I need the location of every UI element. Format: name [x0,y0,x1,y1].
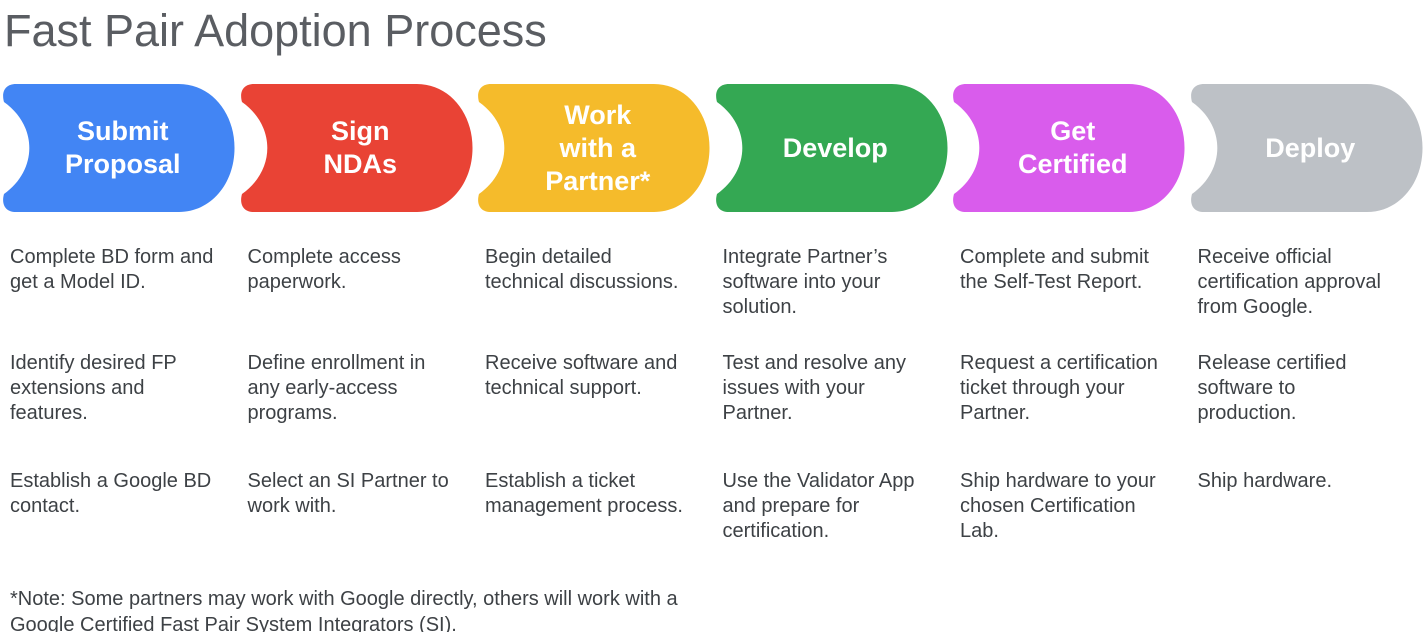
step-label-sign-ndas: Sign NDAs [323,116,397,179]
detail-submit-proposal-1: Complete BD form and get a Model ID. [10,246,214,293]
step-label-deploy: Deploy [1265,132,1356,163]
detail-deploy-2: Release certified software to production… [1197,352,1347,424]
step-label-develop: Develop [782,132,888,163]
step-shape-path [478,84,710,212]
detail-sign-ndas-2: Define enrollment in any early-access pr… [247,352,426,424]
step-shape-path [240,84,473,212]
step-label-get-certified: Get Certified [1017,116,1128,179]
detail-sign-ndas-3: Select an SI Partner to work with. [247,470,449,517]
detail-develop-3: Use the Validator App and prepare for ce… [722,470,915,542]
step-sign-ndas: Sign NDAs [238,84,474,212]
detail-work-with-partner-3: Establish a ticket management process. [485,470,683,517]
detail-submit-proposal-2: Identify desired FP extensions and featu… [10,352,177,424]
detail-deploy-3: Ship hardware. [1197,470,1333,492]
step-shape-sign-ndas [240,84,473,212]
footnote: *Note: Some partners may work with Googl… [10,588,678,632]
process-steps: Submit Proposal Sign NDAs Work with a Pa… [0,84,1423,212]
step-deploy: Deploy [1188,84,1423,212]
step-shape-path [953,84,1185,212]
step-shape-submit-proposal [3,84,235,212]
detail-submit-proposal-3: Establish a Google BD contact. [10,470,212,517]
detail-get-certified-2: Request a certification ticket through y… [960,352,1158,424]
page-title: Fast Pair Adoption Process [4,5,547,56]
step-shape-get-certified [953,84,1185,212]
detail-get-certified-1: Complete and submit the Self-Test Report… [960,246,1149,293]
step-develop: Develop [713,84,949,212]
step-details: Complete BD form and get a Model ID. Com… [0,245,1423,544]
step-label-submit-proposal: Submit Proposal [64,116,181,179]
step-shape-work-with-partner [478,84,710,212]
detail-deploy-1: Receive official certification approval … [1197,246,1381,318]
step-submit-proposal: Submit Proposal [0,84,236,212]
step-shape-path [1190,84,1423,212]
step-shape-deploy [1190,84,1423,212]
detail-get-certified-3: Ship hardware to your chosen Certificati… [960,470,1156,542]
step-work-with-partner: Work with a Partner* [475,84,711,212]
detail-sign-ndas-1: Complete access paperwork. [247,246,401,293]
step-label-work-with-partner: Work with a Partner* [545,99,651,196]
step-shape-path [715,84,948,212]
detail-develop-1: Integrate Partner’s software into your s… [722,246,888,318]
step-shape-develop [715,84,948,212]
detail-develop-2: Test and resolve any issues with your Pa… [722,352,906,424]
step-shape-path [3,84,235,212]
detail-work-with-partner-1: Begin detailed technical discussions. [485,246,679,293]
detail-work-with-partner-2: Receive software and technical support. [485,352,678,399]
step-get-certified: Get Certified [950,84,1186,212]
